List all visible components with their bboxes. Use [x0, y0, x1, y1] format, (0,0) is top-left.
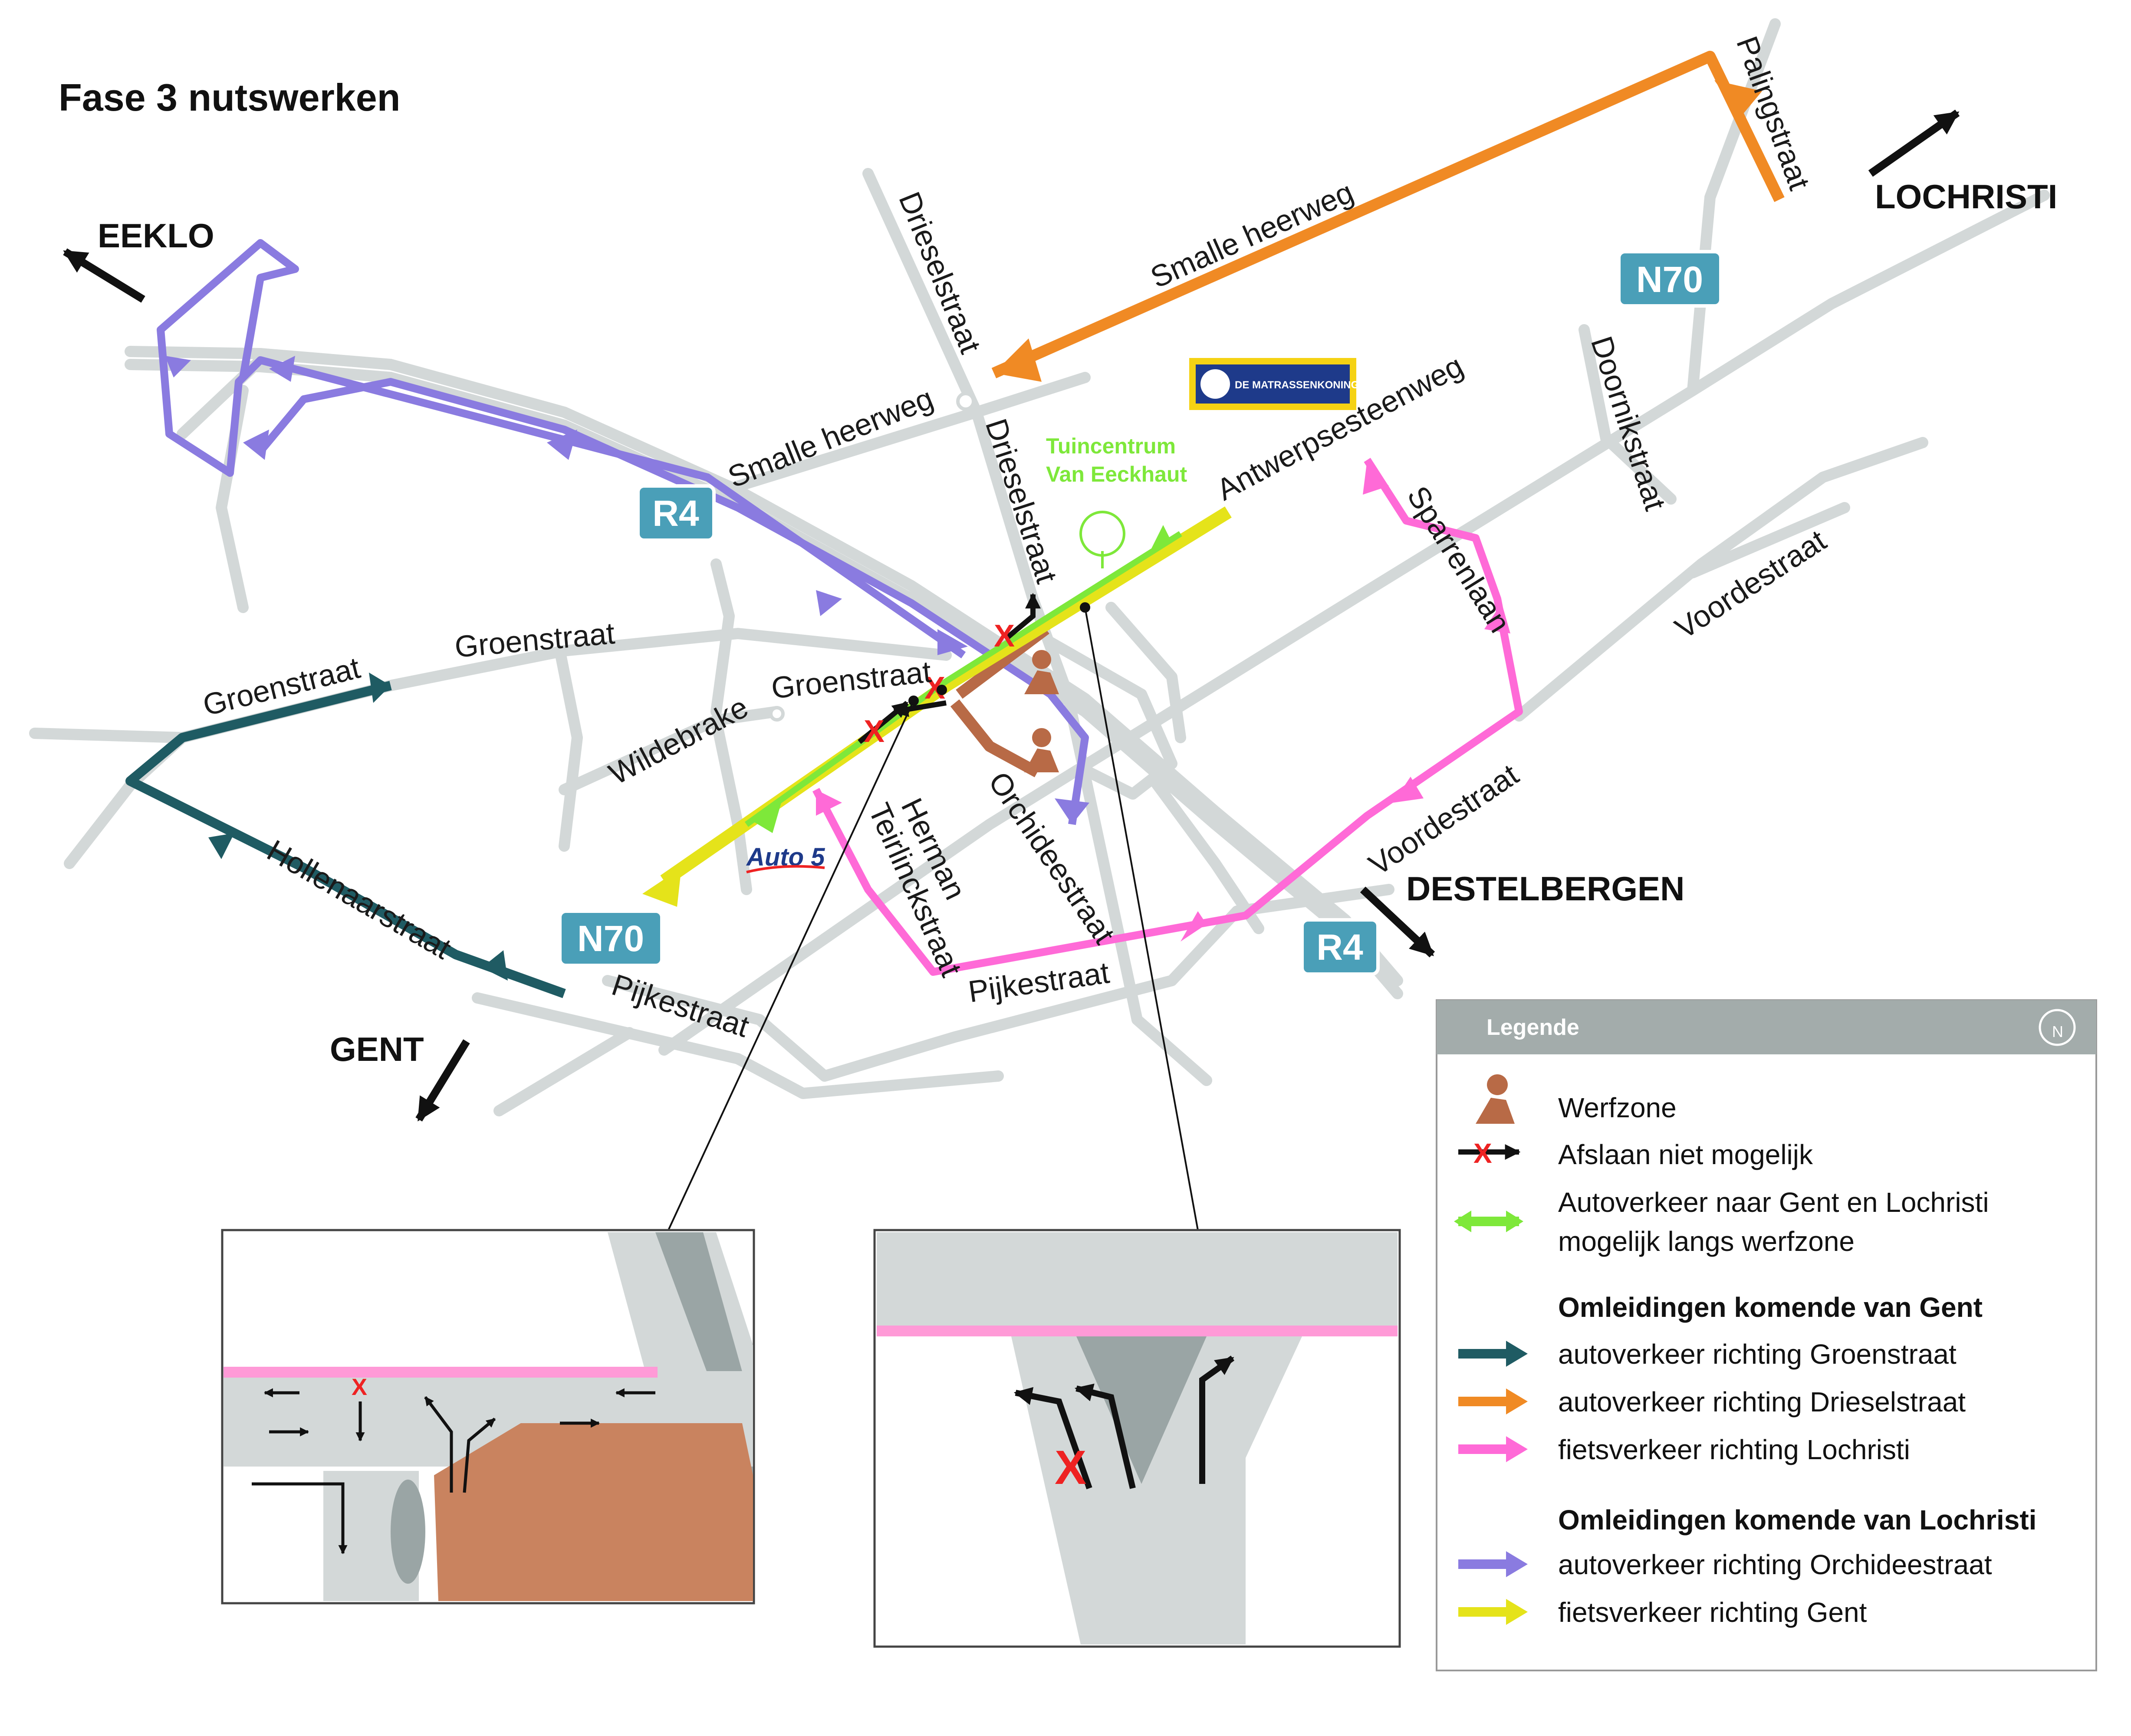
svg-text:Werfzone: Werfzone: [1558, 1092, 1677, 1123]
svg-text:autoverkeer richting Groenstra: autoverkeer richting Groenstraat: [1558, 1339, 1957, 1370]
north-icon: N: [2039, 1009, 2076, 1046]
svg-text:fietsverkeer richting Lochrist: fietsverkeer richting Lochristi: [1558, 1434, 1910, 1465]
shield-r4-bottom: R4: [1300, 918, 1380, 976]
forbidden-x-icon: X: [1473, 1138, 1492, 1169]
forbidden-x-icon: X X X: [864, 619, 1015, 749]
svg-text:X: X: [994, 619, 1015, 653]
shield-n70-top: N70: [1617, 250, 1723, 308]
tuincentrum-label: Tuincentrum: [1046, 434, 1176, 458]
green-arrow: [751, 803, 781, 833]
svg-text:Omleidingen komende van Lochri: Omleidingen komende van Lochristi: [1558, 1504, 2036, 1536]
svg-text:R4: R4: [652, 493, 699, 534]
svg-text:N: N: [2052, 1023, 2063, 1040]
svg-text:Omleidingen komende van Gent: Omleidingen komende van Gent: [1558, 1292, 1983, 1323]
direction-destelbergen: DESTELBERGEN: [1406, 870, 1684, 908]
direction-gent: GENT: [330, 1030, 424, 1068]
callout-line: [1084, 607, 1199, 1231]
arrow-se-icon: [1360, 886, 1435, 958]
svg-text:Afslaan niet mogelijk: Afslaan niet mogelijk: [1558, 1139, 1813, 1170]
svg-text:fietsverkeer richting Gent: fietsverkeer richting Gent: [1558, 1597, 1867, 1628]
arrow-sw-icon: [415, 1039, 470, 1122]
orange-route: [991, 51, 1785, 378]
direction-lochristi: LOCHRISTI: [1875, 177, 2057, 216]
purple-route: [157, 239, 1089, 825]
tree-icon: [1079, 511, 1125, 568]
green-corridor: [744, 531, 1182, 827]
roundabout-icon: [956, 392, 975, 411]
shield-n70-bottom: N70: [558, 909, 664, 967]
svg-text:autoverkeer richting Orchidees: autoverkeer richting Orchideestraat: [1558, 1549, 1992, 1580]
matrassenkoning-logo: DE MATRASSENKONING: [1189, 358, 1359, 410]
svg-text:X: X: [864, 714, 885, 749]
orange-arrow: [1714, 80, 1762, 117]
forbidden-x-icon: X: [1055, 1441, 1086, 1494]
svg-text:N70: N70: [577, 918, 644, 959]
auto5-swoosh: [746, 865, 825, 873]
orange-arrow: [994, 338, 1042, 382]
pink-route: [812, 458, 1523, 976]
roundabout-icon: [769, 706, 785, 722]
svg-text:Hollenaarstraat: Hollenaarstraat: [262, 833, 457, 965]
green-arrow: [1150, 525, 1172, 551]
direction-eeklo: EEKLO: [98, 217, 214, 255]
worker-icon: [1476, 1074, 1515, 1124]
arrow-ne-icon: [1868, 109, 1960, 177]
legend-header: Legende: [1486, 1015, 1579, 1040]
purple-arrows: [165, 356, 1089, 824]
svg-text:Smalle heerweg: Smalle heerweg: [1145, 175, 1358, 294]
shield-r4-top: R4: [636, 484, 716, 542]
callout-line: [668, 700, 914, 1231]
tuincentrum-label: Van Eeckhaut: [1046, 462, 1187, 486]
svg-text:N70: N70: [1636, 259, 1703, 300]
inset-left: X: [221, 1229, 755, 1605]
svg-text:Voordestraat: Voordestraat: [1363, 758, 1525, 882]
pink-arrows: [816, 460, 1510, 942]
turn-arrows: [858, 593, 1041, 744]
map-title: Fase 3 nutswerken: [59, 76, 400, 119]
svg-text:autoverkeer richting Drieselst: autoverkeer richting Drieselstraat: [1558, 1386, 1966, 1418]
svg-text:Autoverkeer naar Gent en Lochr: Autoverkeer naar Gent en Lochristi: [1558, 1187, 1989, 1218]
teal-arrows: [208, 673, 508, 981]
svg-text:DE MATRASSENKONING: DE MATRASSENKONING: [1235, 379, 1359, 391]
forbidden-x-icon: X: [352, 1374, 367, 1400]
yellow-arrow: [642, 868, 681, 907]
teal-route: [125, 681, 566, 998]
legend: Legende N Werfzone X Afslaan niet mogeli…: [1436, 999, 2097, 1671]
svg-text:Voordestraat: Voordestraat: [1669, 523, 1832, 646]
worker-icon: [1024, 650, 1059, 772]
svg-text:Groenstraat: Groenstraat: [770, 655, 933, 705]
inset-right: X: [873, 1229, 1401, 1648]
junction-dot: [937, 685, 947, 695]
svg-text:mogelijk langs werfzone: mogelijk langs werfzone: [1558, 1226, 1855, 1257]
svg-text:Groenstraat: Groenstraat: [454, 616, 616, 664]
arrow-nw-icon: [63, 248, 145, 303]
svg-text:R4: R4: [1316, 927, 1363, 968]
